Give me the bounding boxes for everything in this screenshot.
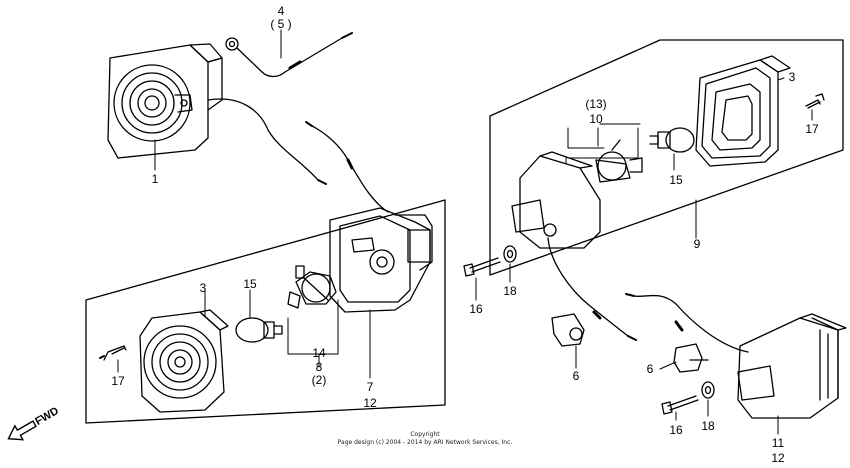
lens-left-3: [139, 309, 229, 413]
housing-right-9: [511, 151, 601, 249]
wire-item-7: [311, 125, 389, 213]
turn-signal-upper-left: [107, 43, 223, 159]
fwd-label: FWD: [33, 405, 60, 428]
housing-left-7: [329, 207, 433, 313]
copyright-line-2: Page design (c) 2004 - 2014 by ARI Netwo…: [337, 439, 513, 446]
left-assembly-box: [85, 199, 446, 424]
socket-14: [287, 265, 337, 309]
turn-signal-lower-right: [737, 313, 847, 419]
grommet-6-lower: [673, 343, 709, 373]
screw-right-17: [805, 93, 825, 109]
callout-11: 11: [771, 436, 785, 450]
screw-left-17: [99, 345, 127, 361]
socket-10: [595, 139, 643, 183]
callout-3-left: 3: [199, 281, 207, 295]
callout-17-left: 17: [111, 374, 125, 388]
copyright-line-1: Copyright: [410, 431, 440, 438]
lens-right-3: [695, 55, 791, 167]
callout-5: ( 5 ): [270, 17, 292, 31]
ground-wire-4: [225, 32, 353, 78]
callout-8: 8: [315, 360, 323, 374]
callout-13: (13): [585, 97, 607, 111]
grommet-6-upper: [551, 313, 585, 347]
washer-18-upper: [503, 245, 517, 263]
callout-9: 9: [693, 237, 701, 251]
callout-14: 14: [312, 346, 326, 360]
callout-15-left: 15: [243, 277, 257, 291]
callout-16-upper: 16: [469, 302, 483, 316]
bolt-16-lower: [661, 395, 699, 415]
bulb-right-15: [649, 127, 695, 153]
wire-item-1: [207, 98, 319, 181]
callout-10: 10: [589, 112, 603, 126]
callout-3-right: 3: [788, 70, 796, 84]
wire-item-9: [547, 237, 629, 337]
fwd-arrow-icon: FWD: [7, 405, 60, 441]
callout-15-right: 15: [669, 173, 683, 187]
bolt-16-upper: [463, 257, 501, 277]
callout-1: 1: [151, 172, 159, 186]
callout-17-right: 17: [805, 122, 819, 136]
bulb-left-15: [235, 317, 283, 343]
washer-18-lower: [701, 381, 715, 399]
callout-4: 4: [277, 4, 285, 18]
callout-7: 7: [366, 380, 374, 394]
callout-18-lower: 18: [701, 419, 715, 433]
callout-12-right: 12: [771, 451, 785, 465]
leader-lines: [117, 29, 813, 435]
callout-18-upper: 18: [503, 284, 517, 298]
callout-12-left: 12: [363, 396, 377, 410]
copyright-notice: Copyright Page design (c) 2004 - 2014 by…: [338, 431, 513, 447]
wire-item-11: [633, 294, 749, 353]
right-assembly-box: [489, 39, 844, 276]
callout-16-lower: 16: [669, 423, 683, 437]
callout-2: (2): [311, 373, 327, 387]
callout-6-lower: 6: [646, 362, 654, 376]
callout-6-upper: 6: [572, 369, 580, 383]
